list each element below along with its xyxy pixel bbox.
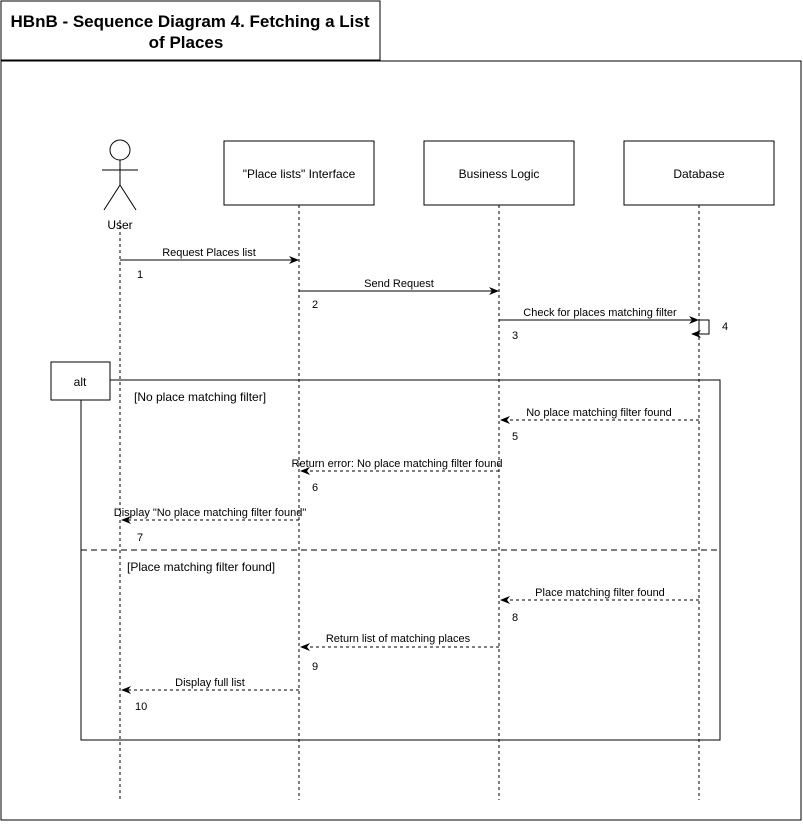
actor-label: User xyxy=(107,218,132,232)
participant-interface-label: "Place lists" Interface xyxy=(243,167,356,181)
title-box xyxy=(0,0,381,61)
database-activation-box xyxy=(698,319,710,335)
participant-business-logic-box xyxy=(423,140,575,206)
message-9-label: Return list of matching places xyxy=(326,633,471,645)
message-8-number: 8 xyxy=(512,612,518,624)
message-2-label: Send Request xyxy=(364,278,434,290)
alt-guard-2: [Place matching filter found] xyxy=(127,560,275,574)
alt-label-box xyxy=(50,361,111,401)
message-7-number: 7 xyxy=(137,532,143,544)
message-5-number: 5 xyxy=(512,431,518,443)
message-8-label: Place matching filter found xyxy=(535,587,665,599)
outer-frame xyxy=(0,60,802,821)
message-4-arrow xyxy=(691,320,710,338)
message-6-label: Return error: No place matching filter f… xyxy=(292,458,503,470)
message-1-number: 1 xyxy=(137,269,143,281)
message-10-label: Display full list xyxy=(175,677,245,689)
user-actor-icon xyxy=(102,139,138,211)
message-3-label: Check for places matching filter xyxy=(523,307,677,319)
participant-database-label: Database xyxy=(673,167,725,181)
alt-label: alt xyxy=(74,375,87,389)
message-2-number: 2 xyxy=(312,299,318,311)
alt-guard-1: [No place matching filter] xyxy=(134,390,266,404)
participant-database-box xyxy=(623,140,775,206)
diagram-title-line1: HBnB - Sequence Diagram 4. Fetching a Li… xyxy=(11,12,370,31)
participant-business-logic-label: Business Logic xyxy=(459,167,540,181)
message-7-label: Display "No place matching filter found" xyxy=(114,507,307,519)
alt-frame xyxy=(80,379,721,741)
message-1-label: Request Places list xyxy=(162,247,256,259)
message-9-number: 9 xyxy=(312,661,318,673)
message-3-number: 3 xyxy=(512,330,518,342)
diagram-title-line2: of Places xyxy=(149,33,224,52)
message-5-label: No place matching filter found xyxy=(526,407,672,419)
message-6-number: 6 xyxy=(312,482,318,494)
message-10-number: 10 xyxy=(135,701,147,713)
message-4-number: 4 xyxy=(722,321,728,333)
